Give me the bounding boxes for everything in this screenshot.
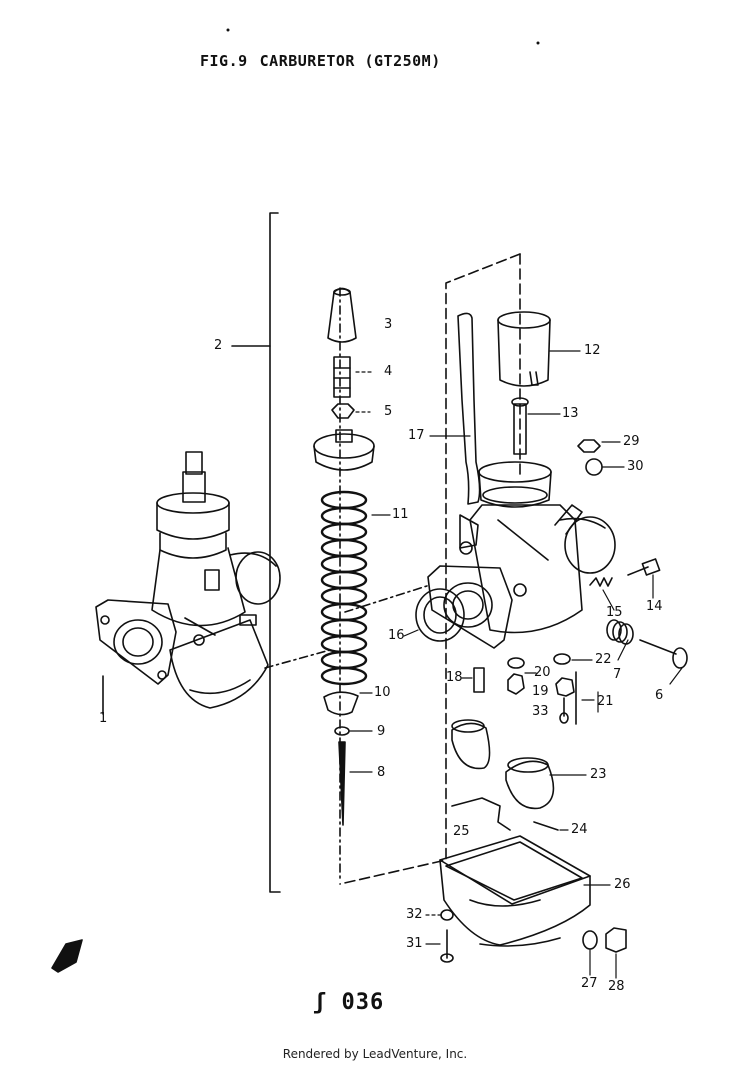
- speck: [226, 28, 230, 32]
- callout-23: 23: [590, 767, 607, 782]
- callout-30: 30: [627, 459, 644, 474]
- part-25-float-arm: [451, 797, 511, 831]
- part-20-washer: [507, 657, 525, 669]
- part-26-float-bowl: [439, 835, 591, 947]
- callout-9: 9: [377, 724, 386, 739]
- part-7-spring: [606, 619, 634, 645]
- callout-26: 26: [614, 877, 631, 892]
- part-28-plug: [605, 927, 627, 953]
- part-5-nut: [331, 403, 355, 419]
- callout-15: 15: [606, 605, 623, 620]
- callout-27: 27: [581, 976, 598, 991]
- part-31-screw: [440, 929, 454, 963]
- callout-7: 7: [613, 667, 622, 682]
- figure-title-block: FIG.9 CARBURETOR (GT250M): [200, 52, 441, 70]
- carburetor-body-left: [95, 451, 281, 709]
- callout-13: 13: [562, 406, 579, 421]
- part-32-washer: [440, 909, 454, 921]
- assembly-bracket-2: [231, 212, 281, 893]
- callout-18: 18: [446, 670, 463, 685]
- part-30-washer: [585, 458, 603, 476]
- callout-2: 2: [214, 338, 223, 353]
- callout-20: 20: [534, 665, 551, 680]
- part-4-adjuster: [333, 356, 351, 398]
- callout-8: 8: [377, 765, 386, 780]
- part-17-pipe: [457, 312, 481, 505]
- callout-32: 32: [406, 907, 423, 922]
- part-15-spring: [589, 577, 613, 587]
- callout-24: 24: [571, 822, 588, 837]
- callout-22: 22: [595, 652, 612, 667]
- footer-credit: Rendered by LeadVenture, Inc.: [282, 1047, 468, 1061]
- callout-17: 17: [408, 428, 425, 443]
- part-12-throttle-valve: [497, 311, 551, 387]
- callout-3: 3: [384, 317, 393, 332]
- part-9-clip: [334, 726, 350, 736]
- part-14-screw: [627, 558, 661, 576]
- part-29-nut: [577, 439, 601, 453]
- part-19-jet: [507, 673, 525, 695]
- callout-10: 10: [374, 685, 391, 700]
- callout-21: 21: [597, 694, 614, 709]
- callout-16: 16: [388, 628, 405, 643]
- part-13-holder: [511, 397, 529, 455]
- callout-4: 4: [384, 364, 393, 379]
- callout-25: 25: [453, 824, 470, 839]
- part-23-floats: [451, 719, 555, 810]
- part-21-needle-jet: [555, 671, 577, 725]
- part-top-cap: [313, 429, 375, 471]
- callout-5: 5: [384, 404, 393, 419]
- part-8-needle: [338, 741, 346, 826]
- part-10-clip-plate: [323, 691, 359, 716]
- part-3-rubber-cap: [327, 287, 357, 343]
- carburetor-body-right: [427, 461, 616, 649]
- callout-33: 33: [532, 704, 549, 719]
- leader-lines: [349, 350, 683, 979]
- part-16-gasket: [415, 588, 465, 642]
- callout-6: 6: [655, 688, 664, 703]
- part-18-jet: [473, 667, 485, 693]
- direction-arrow-badge: [51, 939, 83, 973]
- part-27-washer: [582, 930, 598, 950]
- callout-1: 1: [99, 711, 108, 726]
- part-24-pin: [533, 821, 559, 831]
- callout-31: 31: [406, 936, 423, 951]
- callout-29: 29: [623, 434, 640, 449]
- figure-title: CARBURETOR (GT250M): [259, 52, 441, 70]
- part-6-screw: [639, 639, 688, 669]
- page-code: ʃ 036: [313, 990, 385, 1015]
- part-22-washer: [553, 653, 571, 665]
- part-11-spring: [320, 490, 368, 686]
- callout-28: 28: [608, 979, 625, 994]
- callout-14: 14: [646, 599, 663, 614]
- dashed-bracket-right: [339, 253, 521, 885]
- callout-12: 12: [584, 343, 601, 358]
- alignment-lines-left: [264, 287, 431, 881]
- callout-19: 19: [532, 684, 549, 699]
- speck: [536, 41, 540, 45]
- callout-11: 11: [392, 507, 409, 522]
- figure-number: FIG.9: [200, 52, 248, 70]
